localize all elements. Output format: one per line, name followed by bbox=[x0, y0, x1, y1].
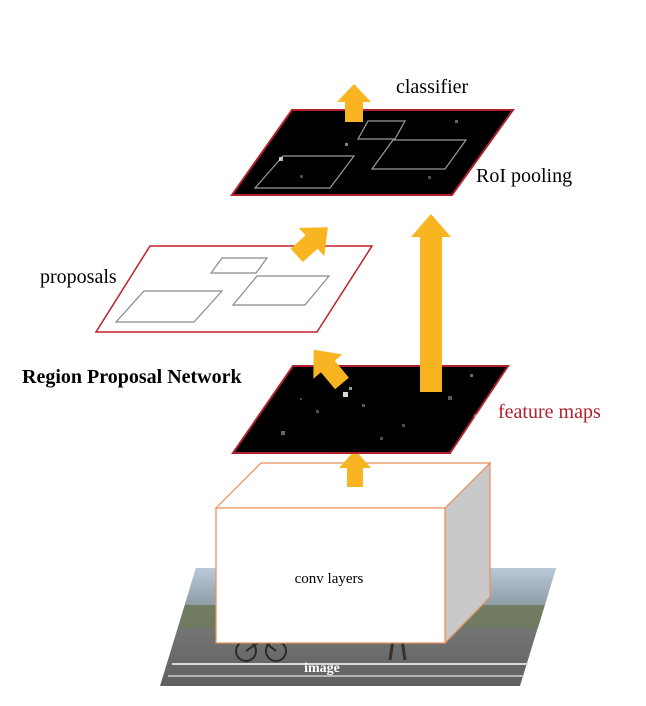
arrow-up-icon bbox=[339, 450, 371, 487]
roi-box bbox=[356, 120, 407, 140]
arrow-proposals-to-roi bbox=[290, 227, 328, 263]
proposal-box bbox=[114, 290, 224, 323]
conv-layers-label: conv layers bbox=[295, 571, 364, 587]
roi-pooling-layer bbox=[230, 109, 515, 196]
conv-layers-box: conv layers bbox=[214, 461, 492, 645]
image-label: image bbox=[304, 661, 340, 676]
roi-pooling-label: RoI pooling bbox=[476, 165, 572, 187]
classifier-label: classifier bbox=[396, 76, 469, 98]
arrow-features-to-roi bbox=[411, 214, 451, 392]
proposals-layer bbox=[94, 245, 374, 333]
feature-maps-layer bbox=[231, 365, 510, 454]
arrow-features-to-proposals bbox=[313, 349, 349, 390]
arrow-diagonal-icon bbox=[313, 349, 349, 390]
roi-box bbox=[253, 155, 356, 189]
conv-box-front bbox=[215, 507, 446, 644]
roi-box bbox=[370, 139, 468, 170]
arrow-roi-to-classifier bbox=[337, 84, 371, 122]
rpn-label: Region Proposal Network bbox=[22, 366, 242, 388]
proposal-box bbox=[231, 275, 331, 306]
arrow-diagonal-icon bbox=[290, 227, 328, 263]
feature-maps-label: feature maps bbox=[498, 401, 601, 423]
proposals-label: proposals bbox=[40, 266, 117, 288]
proposal-box bbox=[209, 257, 269, 274]
